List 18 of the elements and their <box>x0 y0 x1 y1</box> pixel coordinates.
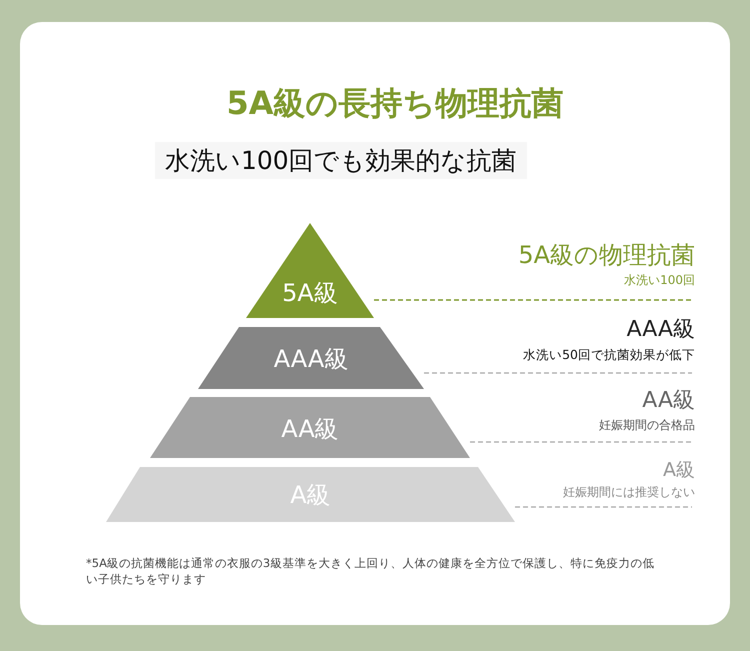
footnote: *5A級の抗菌機能は通常の衣服の3級基準を大きく上回り、人体の健康を全方位で保護し、特に免疫力の低い子供たちを守ります <box>86 555 656 587</box>
level-description: 妊娠期間の合格品 <box>599 416 695 434</box>
level-description: 妊娠期間には推奨しない <box>563 484 695 501</box>
dashed-leader-line <box>374 299 692 301</box>
dashed-leader-line <box>424 372 692 374</box>
pyramid-tier: 5A級 <box>246 223 374 318</box>
pyramid-tier: AA級 <box>150 397 470 458</box>
level-heading: 5A級の物理抗菌 <box>518 240 695 271</box>
title: 5A級の長持ち物理抗菌 <box>225 83 565 124</box>
dashed-leader-line <box>470 441 692 443</box>
dashed-leader-line <box>515 506 692 508</box>
level-description: 水洗い100回 <box>623 272 695 290</box>
subtitle: 水洗い100回でも効果的な抗菌 <box>155 142 527 179</box>
level-description: 水洗い50回で抗菌効果が低下 <box>523 346 695 364</box>
pyramid-tier: AAA級 <box>198 327 424 389</box>
level-heading: AAA級 <box>626 316 695 344</box>
level-heading: AA級 <box>641 387 695 415</box>
level-heading: A級 <box>662 458 695 483</box>
